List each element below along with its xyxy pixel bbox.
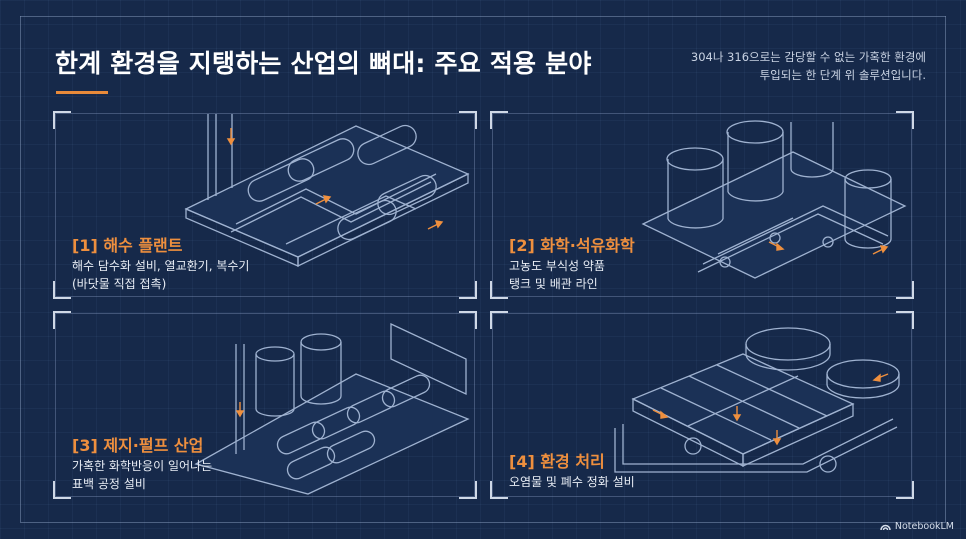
- brand-name: NotebookLM: [894, 521, 954, 532]
- panel-chemical: [2] 화학·석유화학 고농도 부식성 약품 탱크 및 배관 라인: [490, 111, 914, 299]
- panel-desc-line: (바닷물 직접 접촉): [72, 277, 167, 291]
- panel-heading-chemical: [2] 화학·석유화학: [509, 236, 635, 255]
- panel-seawater-plant: [1] 해수 플랜트 해수 담수화 설비, 열교환기, 복수기 (바닷물 직접 …: [53, 111, 477, 299]
- panel-heading-environment: [4] 환경 처리: [509, 452, 605, 471]
- panel-desc-paper: 가혹한 화학반응이 일어나는 표백 공정 설비: [72, 457, 302, 493]
- page-title: 한계 환경을 지탱하는 산업의 뼈대: 주요 적용 분야: [55, 49, 592, 78]
- panel-heading-paper: [3] 제지·펄프 산업: [72, 436, 204, 455]
- panel-desc-line: 고농도 부식성 약품: [509, 259, 605, 273]
- panel-desc-line: 해수 담수화 설비, 열교환기, 복수기: [72, 259, 250, 273]
- frame-top-line: [20, 16, 946, 17]
- wastewater-plant-illustration: [614, 327, 900, 473]
- brand-watermark: NotebookLM: [880, 521, 954, 532]
- frame-left-line: [20, 16, 21, 522]
- panel-paper-pulp: [3] 제지·펄프 산업 가혹한 화학반응이 일어나는 표백 공정 설비: [53, 311, 477, 499]
- panel-environment: [4] 환경 처리 오염물 및 폐수 정화 설비: [490, 311, 914, 499]
- panel-desc-line: 표백 공정 설비: [72, 477, 146, 491]
- chemical-tank-illustration: [641, 120, 907, 279]
- panel-desc-line: 가혹한 화학반응이 일어나는: [72, 459, 213, 473]
- page-subtitle: 304나 316으로는 감당할 수 없는 가혹한 환경에 투입되는 한 단계 위…: [626, 48, 926, 84]
- heat-exchanger-illustration: [184, 114, 470, 268]
- panel-desc-environment: 오염물 및 폐수 정화 설비: [509, 473, 739, 491]
- panel-desc-chemical: 고농도 부식성 약품 탱크 및 배관 라인: [509, 257, 739, 293]
- panel-desc-seawater: 해수 담수화 설비, 열교환기, 복수기 (바닷물 직접 접촉): [72, 257, 302, 293]
- frame-bottom-line: [20, 522, 946, 523]
- notebooklm-logo-icon: [880, 524, 891, 531]
- panel-desc-line: 탱크 및 배관 라인: [509, 277, 598, 291]
- panel-heading-seawater: [1] 해수 플랜트: [72, 236, 183, 255]
- paper-machine-illustration: [194, 322, 470, 495]
- subtitle-line-1: 304나 316으로는 감당할 수 없는 가혹한 환경에: [690, 50, 926, 64]
- panel-desc-line: 오염물 및 폐수 정화 설비: [509, 475, 635, 489]
- title-accent-bar: [56, 91, 108, 94]
- frame-right-line: [945, 16, 946, 522]
- subtitle-line-2: 투입되는 한 단계 위 솔루션입니다.: [759, 68, 926, 82]
